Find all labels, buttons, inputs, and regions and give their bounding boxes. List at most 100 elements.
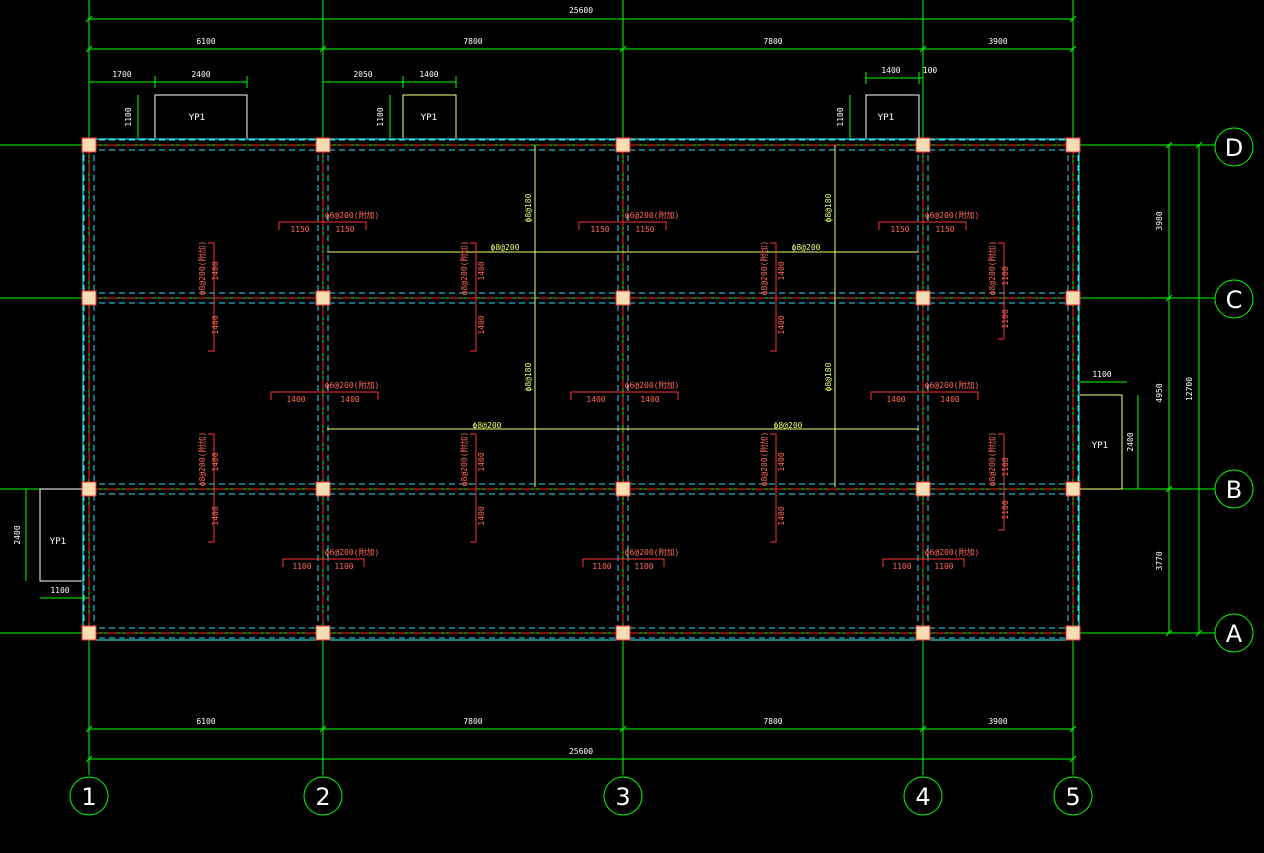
- canopy-left-label: YP1: [49, 537, 67, 547]
- dim-span-bot-1: 6100: [196, 717, 215, 726]
- rebar-mid-label-3: ф6@200(附加): [625, 380, 680, 390]
- axis-bubble-2: [303, 776, 343, 816]
- support-rebar-horizontal: [270, 221, 979, 567]
- span-rebar-x-2: ф8@180: [824, 193, 833, 222]
- column-5B: [1065, 481, 1081, 497]
- canopy-right-dim-b: 2400: [1126, 432, 1135, 451]
- rebar-vert-label-4u: ф8@200(附加): [987, 241, 997, 296]
- canopy-left-dim-a: 2400: [13, 525, 22, 544]
- column-1B: [81, 481, 97, 497]
- column-5A: [1065, 625, 1081, 641]
- column-4B: [915, 481, 931, 497]
- column-2A: [315, 625, 331, 641]
- canopy-right-label: YP1: [1091, 441, 1109, 451]
- column-3B: [615, 481, 631, 497]
- rebar-top-len-2b: 1150: [335, 225, 354, 234]
- rebar-vert-label-3l: ф8@200(附加): [759, 432, 769, 487]
- rebar-vert-len-2u-a: 1400: [477, 261, 486, 280]
- column-2D: [315, 137, 331, 153]
- canopy-right: [1080, 394, 1123, 490]
- rebar-vert-label-2l: ф8@200(附加): [459, 432, 469, 487]
- columns: [81, 137, 1081, 641]
- rebar-vert-label-4l: ф8@200(附加): [987, 432, 997, 487]
- canopy3-dim-b: 100: [923, 66, 938, 75]
- rebar-vert-len-1u-a: 1400: [211, 261, 220, 280]
- right-dimensions: [1165, 141, 1203, 637]
- column-5C: [1065, 290, 1081, 306]
- rebar-vert-len-4u-a: 1100: [1001, 266, 1010, 285]
- column-1C: [81, 290, 97, 306]
- canopy3-dim-a: 1400: [881, 66, 900, 75]
- canopy2-label: YP1: [420, 113, 438, 123]
- axis-label-4: 4: [915, 783, 930, 811]
- rebar-bot-len-2b: 1100: [334, 562, 353, 571]
- rebar-mid-len-3b: 1400: [640, 395, 659, 404]
- rebar-mid-len-4a: 1400: [886, 395, 905, 404]
- canopy-top-2: [402, 94, 457, 138]
- axis-bubble-1: [69, 776, 109, 816]
- canopy1-label: YP1: [188, 113, 206, 123]
- rebar-top-len-3a: 1150: [590, 225, 609, 234]
- axis-bubble-C: [1214, 279, 1254, 319]
- rebar-vert-len-4l-b: 1100: [1001, 500, 1010, 519]
- span-rebar-y2-left: ф8@200: [473, 421, 502, 430]
- rebar-mid-len-4b: 1400: [940, 395, 959, 404]
- rebar-vert-len-3l-a: 1400: [777, 452, 786, 471]
- dim-right-overall: 12700: [1185, 377, 1194, 401]
- rebar-top-label-2: ф6@200(附加): [325, 210, 380, 220]
- span-rebar-x-3: ф8@180: [524, 362, 533, 391]
- rebar-top-len-4a: 1150: [890, 225, 909, 234]
- canopy3-dim-c: 1100: [836, 107, 845, 126]
- rebar-top-label-3: ф6@200(附加): [625, 210, 680, 220]
- rebar-bot-label-4: ф6@200(附加): [925, 547, 980, 557]
- dim-span-top-1: 6100: [196, 37, 215, 46]
- rebar-vert-len-3l-b: 1400: [777, 506, 786, 525]
- rebar-bot-len-4b: 1100: [934, 562, 953, 571]
- span-rebar-x-1: ф8@180: [524, 193, 533, 222]
- dim-right-BC: 4950: [1155, 383, 1164, 402]
- canopy-top-3: [865, 94, 920, 138]
- canopy-dims: [25, 72, 1139, 599]
- axis-label-A: A: [1226, 620, 1243, 648]
- rebar-vert-len-3u-b: 1400: [777, 315, 786, 334]
- rebar-vert-label-2u: ф8@200(附加): [459, 241, 469, 296]
- rebar-vert-len-1l-a: 1400: [211, 452, 220, 471]
- canopy3-label: YP1: [877, 113, 895, 123]
- rebar-vert-len-1l-b: 1400: [211, 506, 220, 525]
- canopy2-dim-a: 2050: [353, 70, 372, 79]
- axis-bubble-A: [1214, 613, 1254, 653]
- axis-red-lines: [88, 144, 1074, 634]
- support-rebar-vertical: [208, 242, 1005, 543]
- rebar-bot-len-4a: 1100: [892, 562, 911, 571]
- axis-label-B: B: [1226, 476, 1242, 504]
- canopies: [39, 94, 1123, 582]
- canopy2-dim-b: 1400: [419, 70, 438, 79]
- column-4A: [915, 625, 931, 641]
- column-3D: [615, 137, 631, 153]
- rebar-bot-len-2a: 1100: [292, 562, 311, 571]
- span-rebar-yellow: [327, 145, 919, 487]
- rebar-mid-len-2a: 1400: [286, 395, 305, 404]
- column-3A: [615, 625, 631, 641]
- dim-span-bot-2: 7800: [463, 717, 482, 726]
- axis-label-5: 5: [1065, 783, 1080, 811]
- rebar-top-label-4: ф6@200(附加): [925, 210, 980, 220]
- rebar-bot-len-3a: 1100: [592, 562, 611, 571]
- top-dimensions: [85, 15, 1077, 53]
- canopy1-dim-a: 1700: [112, 70, 131, 79]
- dim-overall-bottom: 25600: [569, 747, 593, 756]
- axis-bubble-B: [1214, 469, 1254, 509]
- dim-span-top-2: 7800: [463, 37, 482, 46]
- rebar-bot-label-2: ф6@200(附加): [325, 547, 380, 557]
- rebar-vert-len-4l-a: 1100: [1001, 457, 1010, 476]
- rebar-vert-len-4u-b: 1100: [1001, 309, 1010, 328]
- rebar-vert-label-1u: ф8@200(附加): [197, 241, 207, 296]
- axis-label-D: D: [1225, 134, 1243, 162]
- canopy-left-dim-b: 1100: [50, 586, 69, 595]
- rebar-top-len-3b: 1150: [635, 225, 654, 234]
- dim-span-top-3: 7800: [763, 37, 782, 46]
- column-1A: [81, 625, 97, 641]
- axis-bubble-5: [1053, 776, 1093, 816]
- axis-bubble-4: [903, 776, 943, 816]
